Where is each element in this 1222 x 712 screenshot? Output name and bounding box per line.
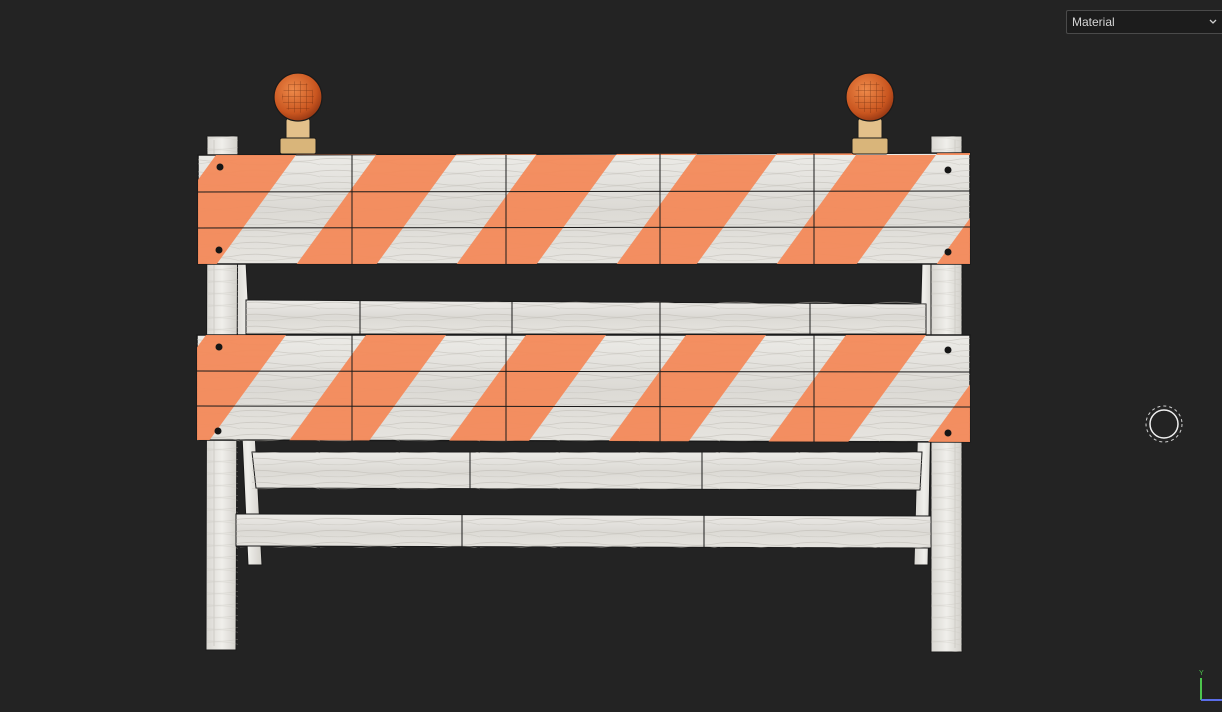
- warning-lamp-right: [845, 72, 895, 155]
- striped-board-bottom: [196, 334, 971, 443]
- warning-lamp-left: [273, 72, 323, 155]
- shading-mode-label: Material: [1072, 15, 1115, 29]
- front-rail-bottom: [235, 513, 932, 549]
- axis-triad-icon: Y: [1199, 670, 1222, 701]
- back-rail-upper: [245, 299, 927, 335]
- chevron-down-icon: [1209, 19, 1217, 24]
- shading-mode-dropdown[interactable]: Material: [1066, 10, 1222, 34]
- striped-board-top: [197, 152, 971, 265]
- axis-y-label: Y: [1199, 670, 1204, 677]
- back-rail-lower: [251, 451, 923, 491]
- orbit-ring-icon[interactable]: [1144, 404, 1184, 444]
